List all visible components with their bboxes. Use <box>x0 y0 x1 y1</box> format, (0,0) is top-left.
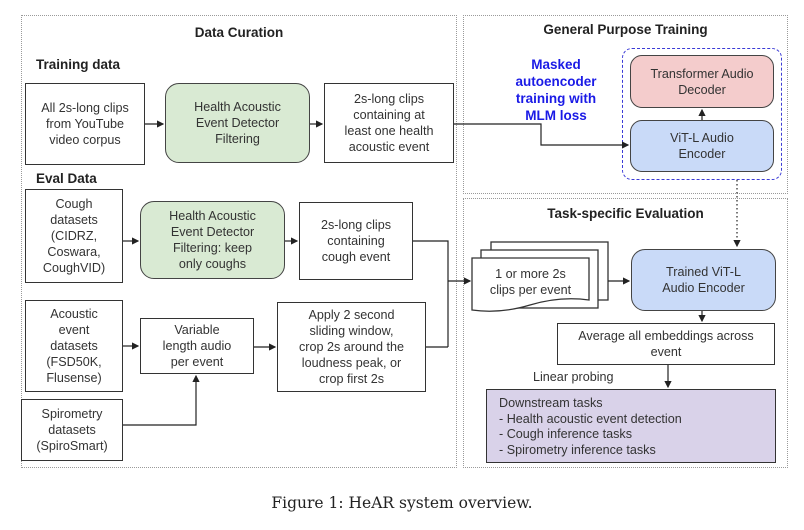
training-data-heading: Training data <box>36 57 121 72</box>
data-curation-title: Data Curation <box>194 25 284 40</box>
cough-datasets-node: Cough datasets (CIDRZ, Coswara, CoughVID… <box>25 189 123 283</box>
general-training-title: General Purpose Training <box>543 22 708 37</box>
task-eval-panel <box>463 198 788 468</box>
average-embeddings-node: Average all embeddings across event <box>557 323 775 365</box>
mae-model-group <box>622 48 782 180</box>
health-event-detector-node: Health Acoustic Event Detector Filtering <box>165 83 310 163</box>
vit-encoder-node: ViT-L Audio Encoder <box>630 120 774 172</box>
data-curation-panel <box>21 15 457 468</box>
eval-data-heading: Eval Data <box>36 171 97 186</box>
linear-probing-label: Linear probing <box>533 370 614 384</box>
cough-filter-node: Health Acoustic Event Detector Filtering… <box>140 201 285 279</box>
youtube-clips-node: All 2s-long clips from YouTube video cor… <box>25 83 145 165</box>
spirometry-datasets-node: Spirometry datasets (SpiroSmart) <box>21 399 123 461</box>
cough-clips-node: 2s-long clips containing cough event <box>299 202 413 280</box>
variable-length-audio-node: Variable length audio per event <box>140 318 254 374</box>
sliding-window-node: Apply 2 second sliding window, crop 2s a… <box>277 302 426 392</box>
health-event-clips-node: 2s-long clips containing at least one he… <box>324 83 454 163</box>
general-training-panel <box>463 15 788 194</box>
figure-caption: Figure 1: HeAR system overview. <box>271 494 533 512</box>
task-eval-title: Task-specific Evaluation <box>547 206 704 221</box>
clips-per-event-node: 1 or more 2s clips per event <box>489 267 572 297</box>
transformer-decoder-node: Transformer Audio Decoder <box>630 55 774 108</box>
downstream-tasks-node: Downstream tasks - Health acoustic event… <box>486 389 776 463</box>
acoustic-datasets-node: Acoustic event datasets (FSD50K, Flusens… <box>25 300 123 392</box>
trained-vit-encoder-node: Trained ViT-L Audio Encoder <box>631 249 776 311</box>
mae-training-label: Masked autoencoder training with MLM los… <box>515 57 597 123</box>
